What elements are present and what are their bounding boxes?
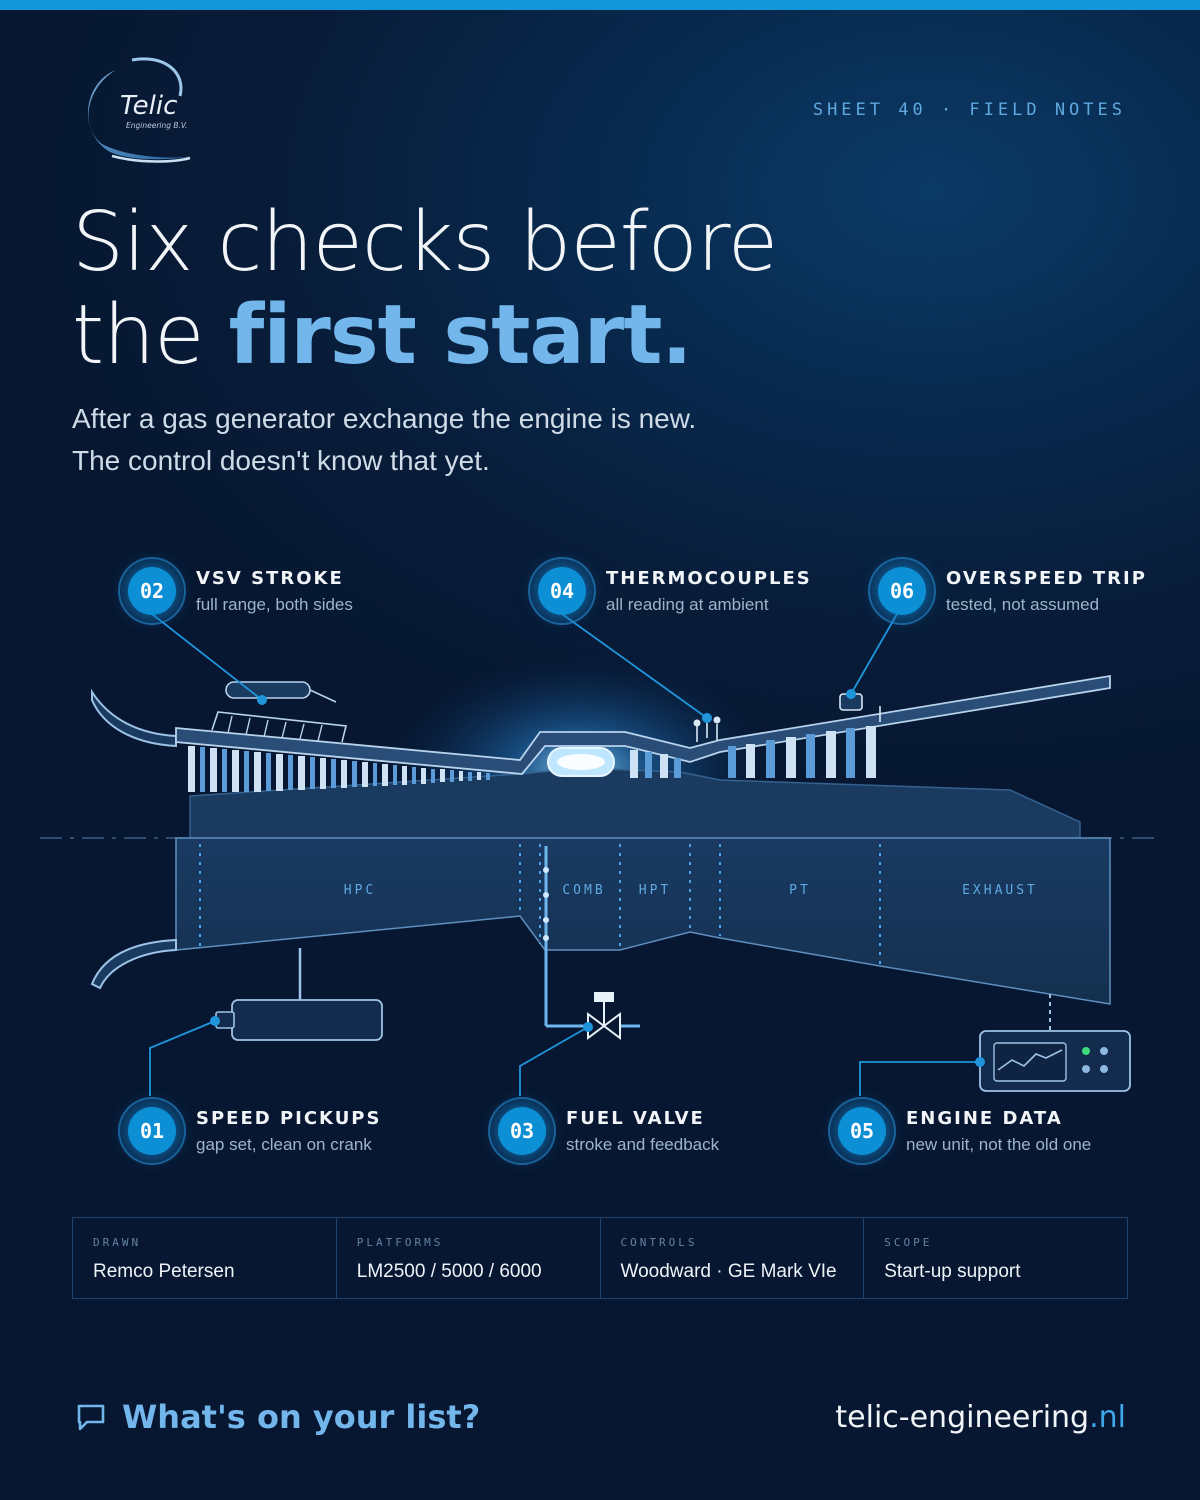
vsv-actuator-ring <box>211 711 347 743</box>
spec-cell-scope: SCOPE Start-up support <box>864 1218 1127 1298</box>
spec-cell-drawn: DRAWN Remco Petersen <box>73 1218 337 1298</box>
inlet-bellmouth-upper <box>91 688 177 748</box>
accessory-gearbox <box>231 999 383 1041</box>
check-badge-04: 04 <box>528 557 596 625</box>
logo-name: Telic <box>120 91 177 121</box>
spec-cell-platforms: PLATFORMS LM2500 / 5000 / 6000 <box>337 1218 601 1298</box>
check-subtitle: new unit, not the old one <box>906 1135 1092 1154</box>
check-03-fuel-valve: FUEL VALVE stroke and feedback <box>566 1108 806 1155</box>
check-subtitle: stroke and feedback <box>566 1135 720 1154</box>
check-badge-02: 02 <box>118 557 186 625</box>
spec-label: CONTROLS <box>620 1236 698 1249</box>
cta-text: What's on your list? <box>122 1398 481 1436</box>
lower-section-body <box>175 837 1111 1005</box>
spec-value: Woodward · GE Mark VIe <box>620 1261 837 1282</box>
check-badge-01: 01 <box>118 1097 186 1165</box>
check-title: ENGINE DATA <box>906 1108 1063 1129</box>
intro-line-1: After a gas generator exchange the engin… <box>72 403 697 434</box>
check-title: VSV STROKE <box>196 568 344 589</box>
turbine-blades <box>630 726 876 778</box>
chat-bubble-icon <box>77 1404 105 1431</box>
check-subtitle: full range, both sides <box>196 595 353 614</box>
spec-value: Remco Petersen <box>93 1261 235 1282</box>
logo-subtitle: Engineering B.V. <box>126 121 188 130</box>
check-05-engine-data: ENGINE DATA new unit, not the old one <box>906 1108 1146 1155</box>
intro-line-2: The control doesn't know that yet. <box>72 445 490 476</box>
callout-leaders <box>149 613 980 1096</box>
check-01-speed-pickups: SPEED PICKUPS gap set, clean on crank <box>196 1108 436 1155</box>
spec-cell-controls: CONTROLS Woodward · GE Mark VIe <box>601 1218 865 1298</box>
check-02-vsv-stroke: VSV STROKE full range, both sides <box>196 568 436 615</box>
check-badge-06: 06 <box>868 557 936 625</box>
intro-text: After a gas generator exchange the engin… <box>72 398 872 482</box>
engine-cross-section-diagram: HPC COMB HPT PT EXHAUST <box>40 613 1160 1096</box>
website-link[interactable]: telic-engineering.nl <box>835 1400 1126 1435</box>
telic-logo: Telic Engineering B.V. <box>87 57 194 163</box>
website-tld: .nl <box>1089 1400 1126 1435</box>
headline-line-1: Six checks before <box>72 195 778 290</box>
check-04-thermocouples: THERMOCOUPLES all reading at ambient <box>606 568 846 615</box>
check-subtitle: all reading at ambient <box>606 595 769 614</box>
check-title: OVERSPEED TRIP <box>946 568 1147 589</box>
spec-label: DRAWN <box>93 1236 142 1249</box>
check-title: SPEED PICKUPS <box>196 1108 382 1129</box>
trend-line-icon <box>997 1049 1063 1071</box>
spec-table: DRAWN Remco Petersen PLATFORMS LM2500 / 50… <box>72 1217 1128 1299</box>
fuel-valve <box>587 992 621 1040</box>
compressor-blades <box>188 746 490 792</box>
inlet-bellmouth-lower <box>90 938 177 990</box>
check-badge-03: 03 <box>488 1097 556 1165</box>
spec-value: Start-up support <box>884 1261 1021 1282</box>
section-label-pt: PT <box>789 883 811 898</box>
spec-label: SCOPE <box>884 1236 933 1249</box>
cta[interactable]: What's on your list? <box>76 1398 480 1436</box>
check-title: THERMOCOUPLES <box>606 568 812 589</box>
upper-casing <box>175 674 1111 775</box>
callout-anchor-dots <box>210 689 985 1067</box>
top-accent-bar <box>0 0 1200 10</box>
engine-data-screen <box>993 1042 1067 1082</box>
website-domain: telic-engineering <box>835 1400 1090 1435</box>
headline-line-2-accent: first start. <box>228 288 693 383</box>
check-subtitle: gap set, clean on crank <box>196 1135 372 1154</box>
station-lines <box>199 844 881 964</box>
check-title: FUEL VALVE <box>566 1108 705 1129</box>
section-label-comb: COMB <box>562 883 605 898</box>
check-06-overspeed-trip: OVERSPEED TRIP tested, not assumed <box>946 568 1186 615</box>
spec-label: PLATFORMS <box>356 1236 444 1249</box>
vsv-actuator <box>225 681 311 699</box>
fuel-line <box>543 846 640 1028</box>
vsv-links <box>227 715 323 742</box>
check-badge-05: 05 <box>828 1097 896 1165</box>
check-subtitle: tested, not assumed <box>946 595 1100 614</box>
headline-line-2-plain: the <box>72 288 229 383</box>
section-label-hpt: HPT <box>639 883 671 898</box>
section-label-hpc: HPC <box>344 883 376 898</box>
sheet-label: SHEET 40 · FIELD NOTES <box>812 100 1126 120</box>
spec-value: LM2500 / 5000 / 6000 <box>356 1261 542 1282</box>
section-label-exhaust: EXHAUST <box>962 883 1038 898</box>
